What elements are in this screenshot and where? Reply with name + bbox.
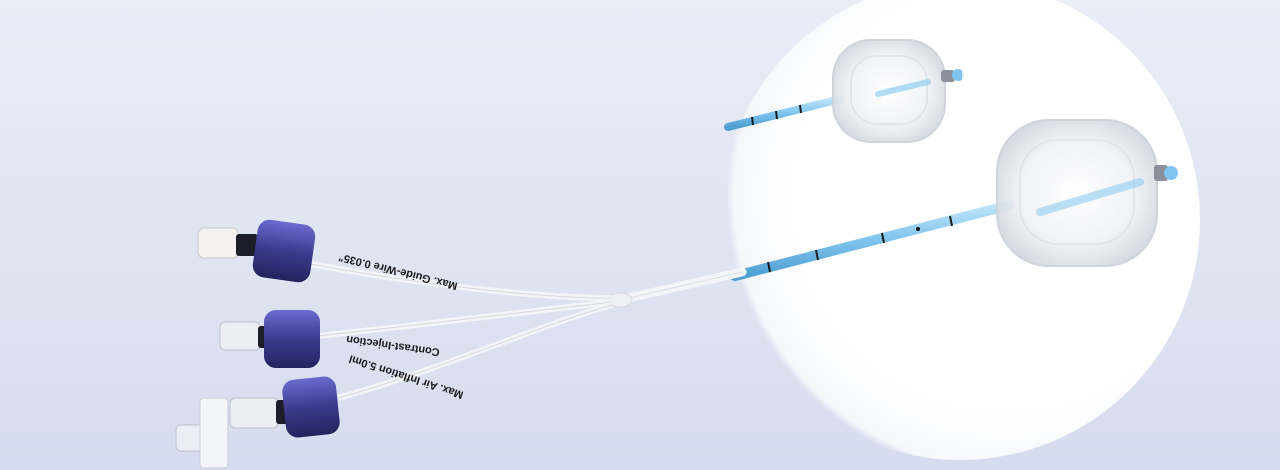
air-inflation-hub [175,376,340,469]
contrast-injection-hub [219,310,320,368]
guide-wire-hub [197,219,316,283]
extension-tubes [299,259,613,401]
contrast-injection-label: Contrast-Injection [345,333,440,358]
lower-balloon-catheter [730,119,1178,281]
catheter-shaft [607,267,747,308]
upper-balloon-catheter [724,30,1110,143]
